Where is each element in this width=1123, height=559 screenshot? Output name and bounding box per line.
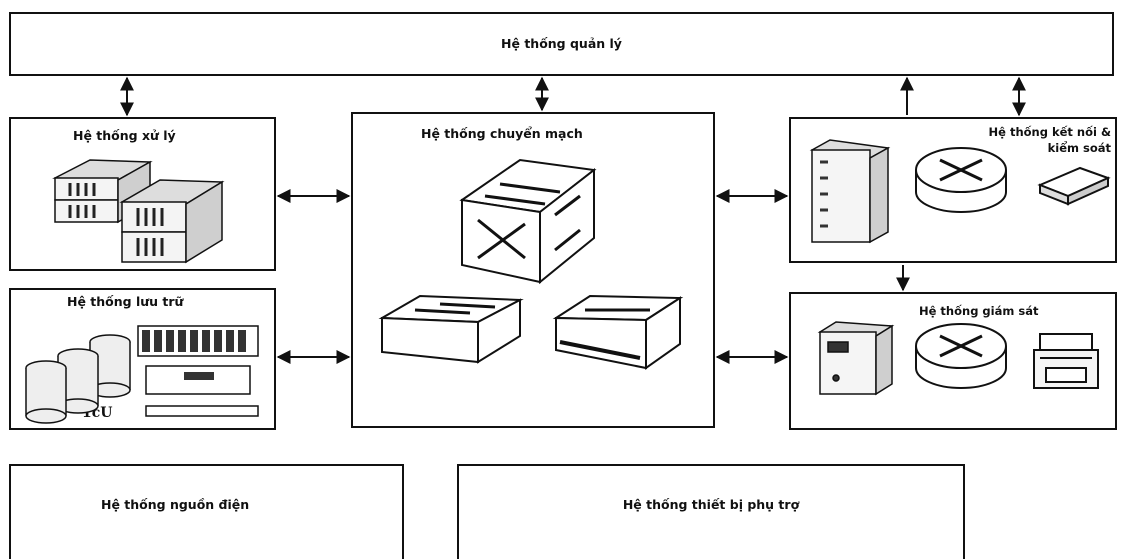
router-icon-monitoring xyxy=(916,324,1006,388)
access-switch-icon xyxy=(382,296,520,362)
printer-icon xyxy=(1034,334,1098,388)
modem-icon xyxy=(1040,168,1108,204)
diagram-graphics xyxy=(0,0,1123,545)
monitoring-pc-icon xyxy=(820,322,892,394)
edge-switch-icon xyxy=(556,296,680,368)
firewall-server-icon xyxy=(812,140,888,242)
core-switch-icon xyxy=(462,160,594,282)
router-icon-connection xyxy=(916,148,1006,212)
storage-disks-icon xyxy=(26,335,130,423)
disk-array-icon xyxy=(138,326,258,416)
server-rack-icon xyxy=(55,160,222,262)
